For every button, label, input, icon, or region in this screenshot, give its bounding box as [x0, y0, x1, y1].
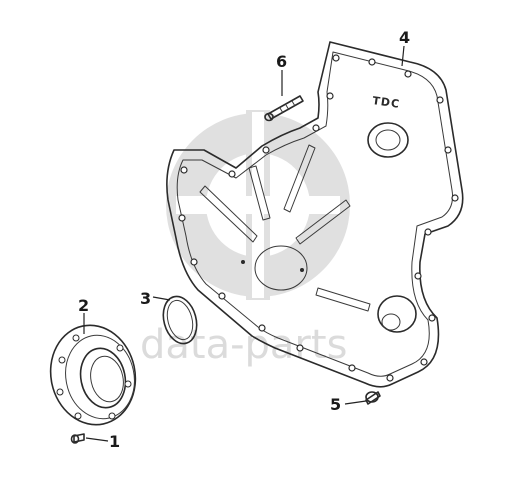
- tdc-port: [367, 122, 409, 158]
- crank-seal-bore: [254, 245, 308, 291]
- callout-3: 3: [140, 289, 151, 308]
- stud-bolt: [264, 95, 304, 122]
- cover-ribs: [199, 144, 371, 312]
- front-cover: TDC: [166, 41, 464, 388]
- bore-dowel: [300, 268, 304, 272]
- callout-5: 5: [330, 395, 341, 414]
- leader-lines: [83, 45, 405, 442]
- leader-3: [152, 296, 171, 301]
- leader-1: [85, 437, 109, 442]
- callout-numbers: 1 2 3 4 5 6: [78, 28, 410, 451]
- front-cover-gasket: [176, 51, 453, 377]
- seal-housing: [49, 324, 137, 426]
- callout-2: 2: [78, 296, 89, 315]
- o-ring-seal: [162, 295, 198, 345]
- cover-bolt-bosses: [178, 54, 459, 382]
- accessory-boss: [377, 295, 417, 333]
- watermark-logo: [166, 110, 350, 300]
- leader-5: [344, 400, 367, 405]
- callout-4: 4: [399, 28, 410, 47]
- leader-4: [401, 45, 405, 67]
- cover-dowel: [241, 260, 245, 264]
- small-screw: [70, 433, 85, 444]
- seal-housing-bolt-holes: [56, 334, 132, 420]
- cap-screw: [365, 391, 381, 405]
- tdc-marking: TDC: [372, 94, 401, 111]
- front-cover-outline: [166, 41, 464, 388]
- callout-1: 1: [109, 432, 120, 451]
- callout-6: 6: [276, 52, 287, 71]
